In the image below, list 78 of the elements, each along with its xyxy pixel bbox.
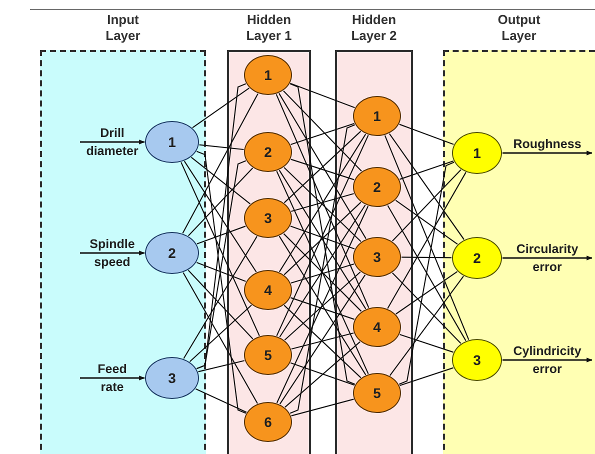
connection-line [388, 133, 464, 240]
connection-line [183, 236, 258, 359]
connection-line [284, 130, 362, 204]
connection-line [195, 388, 247, 413]
connection-line [284, 272, 361, 340]
connection-line [290, 297, 354, 320]
connection-line [284, 202, 362, 276]
connection-line [400, 334, 454, 353]
arrow [80, 376, 146, 380]
connection-line [291, 332, 354, 350]
connection-line [278, 170, 366, 310]
connection-line [291, 193, 354, 212]
connection-line [190, 156, 251, 204]
connection-line [290, 122, 354, 146]
connection-line [279, 204, 366, 338]
edge-label: Roughness [513, 136, 582, 153]
connection-line [278, 134, 366, 272]
connection-line [284, 304, 362, 378]
connection-line [290, 362, 355, 386]
connection-line [290, 263, 354, 284]
connection-line [387, 205, 466, 341]
connection-line [399, 124, 454, 145]
connection-line [180, 162, 260, 336]
connection-line [276, 206, 369, 404]
connection-line [184, 160, 257, 272]
connection-line [283, 233, 362, 312]
edge-label: Feed rate [98, 361, 127, 396]
layer-heading: Output Layer [496, 12, 542, 44]
arrow [502, 150, 593, 156]
layer-heading: Input Layer [104, 12, 142, 44]
connection-line [279, 274, 366, 404]
connection-line [196, 160, 246, 370]
connection-line [284, 341, 360, 408]
connection-line [189, 304, 252, 362]
connection-line [188, 270, 254, 340]
edge-label: Spindle speed [90, 236, 135, 271]
connection-line [182, 93, 258, 234]
connection-line [395, 200, 458, 245]
connection-line [290, 158, 354, 180]
connection-line [392, 169, 462, 242]
arrow [502, 256, 593, 260]
connection-line [192, 88, 250, 128]
arrow [80, 250, 146, 256]
connection-line [398, 162, 454, 385]
connection-line [198, 360, 245, 372]
connection-line [278, 236, 366, 376]
connection-line [290, 82, 355, 108]
connection-line [290, 83, 356, 385]
connection-line [290, 124, 356, 414]
connection-line [276, 94, 370, 308]
connection-line [387, 172, 466, 309]
arrow [80, 140, 146, 144]
connection-line [396, 271, 458, 314]
edge-label: Circularity error [516, 241, 578, 276]
edge-label: Drill diameter [86, 125, 138, 160]
connection-line [400, 160, 454, 180]
connection-line [283, 90, 362, 172]
connection-line [291, 398, 354, 416]
connection-line [402, 256, 452, 258]
connection-line [182, 272, 258, 404]
connection-line [400, 367, 454, 386]
layer-heading: Hidden Layer 1 [245, 12, 293, 44]
connection-line [276, 170, 369, 374]
connection-line [196, 226, 246, 244]
connection-line [384, 135, 470, 340]
connection-line [188, 168, 254, 236]
connection-line [284, 167, 362, 242]
connection-line [276, 134, 369, 336]
arrow [502, 358, 593, 362]
connection-line [290, 226, 355, 250]
connection-line [199, 144, 244, 150]
edge-label: Cylindricity error [513, 343, 582, 378]
connection-line [389, 276, 464, 376]
connection-line [196, 262, 246, 282]
connection-line [196, 150, 246, 414]
connection-line [392, 272, 462, 344]
connection-line [278, 93, 366, 239]
layer-heading: Hidden Layer 2 [350, 12, 398, 44]
